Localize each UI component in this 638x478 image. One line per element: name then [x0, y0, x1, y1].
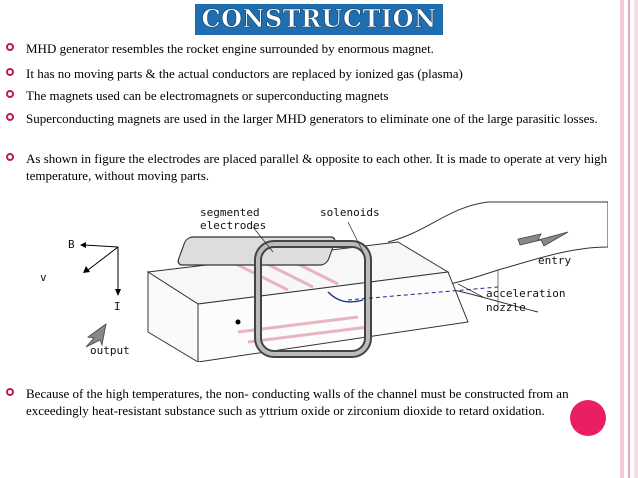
- label-segmented: segmented: [200, 206, 260, 219]
- mhd-generator-diagram: segmented electrodes solenoids entry acc…: [28, 192, 609, 363]
- charge-dot: [235, 319, 241, 325]
- border-band: [634, 0, 638, 478]
- bullet-text: Because of the high temperatures, the no…: [26, 386, 569, 418]
- label-axis-v: v: [40, 271, 47, 284]
- leader-line: [457, 283, 484, 298]
- bullet-marker-icon: [6, 153, 14, 161]
- axis-b-arrowhead: [80, 242, 86, 248]
- bullet-text: Superconducting magnets are used in the …: [26, 111, 598, 126]
- entry-arrow-icon: [517, 231, 569, 247]
- label-axis-i: I: [114, 300, 121, 313]
- electrode-stripe: [247, 325, 369, 344]
- axis-v-line: [87, 246, 119, 271]
- solenoid-coil-ring-inner: [256, 242, 370, 356]
- bullet-marker-icon: [6, 388, 14, 396]
- bullet-marker-icon: [6, 113, 14, 121]
- border-band: [628, 0, 630, 478]
- slide-title-text: CONSTRUCTION: [195, 4, 443, 35]
- label-nozzle: nozzle: [486, 301, 526, 314]
- leader-line: [347, 221, 364, 253]
- bullet-text: It has no moving parts & the actual cond…: [26, 66, 463, 81]
- plasma-flow-arrow: [327, 291, 364, 303]
- label-acceleration: acceleration: [486, 287, 565, 300]
- leader-line: [252, 226, 274, 253]
- border-band: [620, 0, 624, 478]
- mhd-diagram-svg: segmented electrodes solenoids entry acc…: [40, 201, 609, 363]
- label-solenoids: solenoids: [320, 206, 380, 219]
- bullet-marker-icon: [6, 68, 14, 76]
- decorative-right-border: [608, 0, 638, 478]
- output-arrow-icon: [85, 323, 107, 348]
- axis-v-arrowhead: [83, 266, 90, 273]
- bullet-text: MHD generator resembles the rocket engin…: [26, 41, 434, 56]
- bullet-text: The magnets used can be electromagnets o…: [26, 88, 389, 103]
- label-output: output: [90, 344, 130, 357]
- label-entry: entry: [538, 254, 571, 267]
- bullet-marker-icon: [6, 43, 14, 51]
- record-indicator-badge: [570, 400, 606, 436]
- axis-i-arrowhead: [115, 289, 121, 296]
- nozzle-outline: [387, 201, 609, 288]
- label-axis-b: B: [68, 238, 75, 251]
- bullet-marker-icon: [6, 90, 14, 98]
- bullet-text: As shown in figure the electrodes are pl…: [26, 151, 608, 183]
- slide-title: CONSTRUCTION: [0, 4, 638, 35]
- axis-b-line: [83, 244, 119, 248]
- label-electrodes: electrodes: [200, 219, 266, 232]
